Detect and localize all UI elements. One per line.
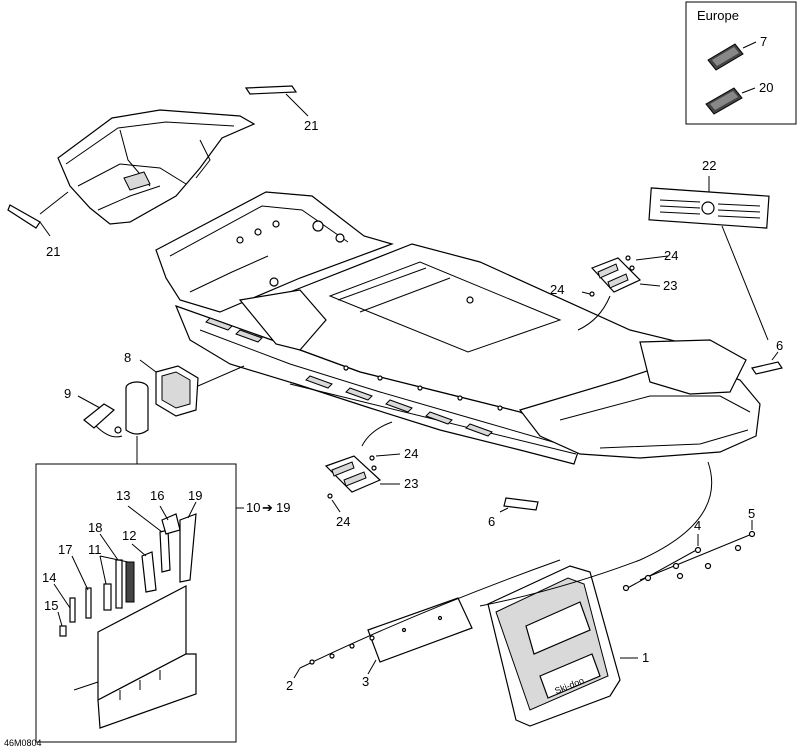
- tool-kit-box: [35, 463, 244, 743]
- tool-15: [59, 625, 67, 637]
- callout-23-upper: 23: [663, 278, 677, 293]
- reflector-20: [705, 87, 756, 115]
- callout-12: 12: [122, 528, 136, 543]
- callout-17: 17: [58, 542, 72, 557]
- callout-2: 2: [286, 678, 293, 693]
- reflector-6-right: [751, 351, 783, 375]
- drawing-code: 46M0804: [4, 738, 42, 748]
- callout-6-lower: 6: [488, 514, 495, 529]
- tool-18: [115, 559, 123, 609]
- belly-pan: [57, 109, 256, 225]
- tool-kit-range-label: 10 ➔ 19: [246, 500, 290, 515]
- tool-11b: [125, 561, 135, 603]
- chassis-frame: [155, 191, 761, 465]
- callout-5: 5: [748, 506, 755, 521]
- callout-20: 20: [759, 80, 773, 95]
- tool-17: [85, 587, 92, 619]
- tool-kit-frame: [35, 463, 237, 743]
- callout-24-lower-left: 24: [336, 514, 350, 529]
- hardware-4-5: [622, 520, 756, 592]
- europe-inset: Europe 7 20: [685, 1, 797, 125]
- range-arrow: ➔: [262, 500, 273, 515]
- callout-19: 19: [188, 488, 202, 503]
- callout-23-lower: 23: [404, 476, 418, 491]
- range-from: 10: [246, 500, 260, 515]
- tool-19: [179, 513, 197, 583]
- tool-16: [159, 529, 171, 573]
- callout-24-lower-right: 24: [404, 446, 418, 461]
- assembly-arrow: [479, 461, 713, 607]
- callout-1: 1: [642, 650, 649, 665]
- callout-24-upper-right: 24: [664, 248, 678, 263]
- callout-14: 14: [42, 570, 56, 585]
- callout-6-right: 6: [776, 338, 783, 353]
- tool-12: [141, 551, 157, 593]
- strap-9: [77, 395, 123, 438]
- plate-3: [367, 597, 473, 675]
- tool-holder-8: [139, 359, 245, 417]
- callout-4: 4: [694, 518, 701, 533]
- warning-decal-22: [648, 176, 770, 341]
- europe-inset-frame: [685, 1, 797, 125]
- range-to: 19: [276, 500, 290, 515]
- footrest-bracket-upper: [577, 255, 669, 331]
- callout-9: 9: [64, 386, 71, 401]
- tool-11a: [103, 583, 112, 611]
- callout-18: 18: [88, 520, 102, 535]
- callout-11: 11: [88, 542, 102, 557]
- callout-15: 15: [44, 598, 58, 613]
- callout-24-upper-left: 24: [550, 282, 564, 297]
- tool-tube: [125, 381, 149, 464]
- tool-14: [69, 597, 76, 623]
- strip-21-left: [7, 191, 69, 237]
- callout-16: 16: [150, 488, 164, 503]
- snow-flap-1: Ski-doo: [487, 565, 638, 727]
- reflector-7: [707, 41, 757, 71]
- callout-22: 22: [702, 158, 716, 173]
- footrest-bracket-lower: [324, 421, 401, 513]
- callout-21-left: 21: [46, 244, 60, 259]
- callout-21-top: 21: [304, 118, 318, 133]
- reflector-6-lower: [499, 497, 539, 513]
- callout-13: 13: [116, 488, 130, 503]
- callout-7: 7: [760, 34, 767, 49]
- rivets-2: [293, 559, 561, 679]
- callout-3: 3: [362, 674, 369, 689]
- europe-inset-title: Europe: [697, 8, 739, 23]
- strip-21-top: [244, 85, 309, 117]
- callout-8: 8: [124, 350, 131, 365]
